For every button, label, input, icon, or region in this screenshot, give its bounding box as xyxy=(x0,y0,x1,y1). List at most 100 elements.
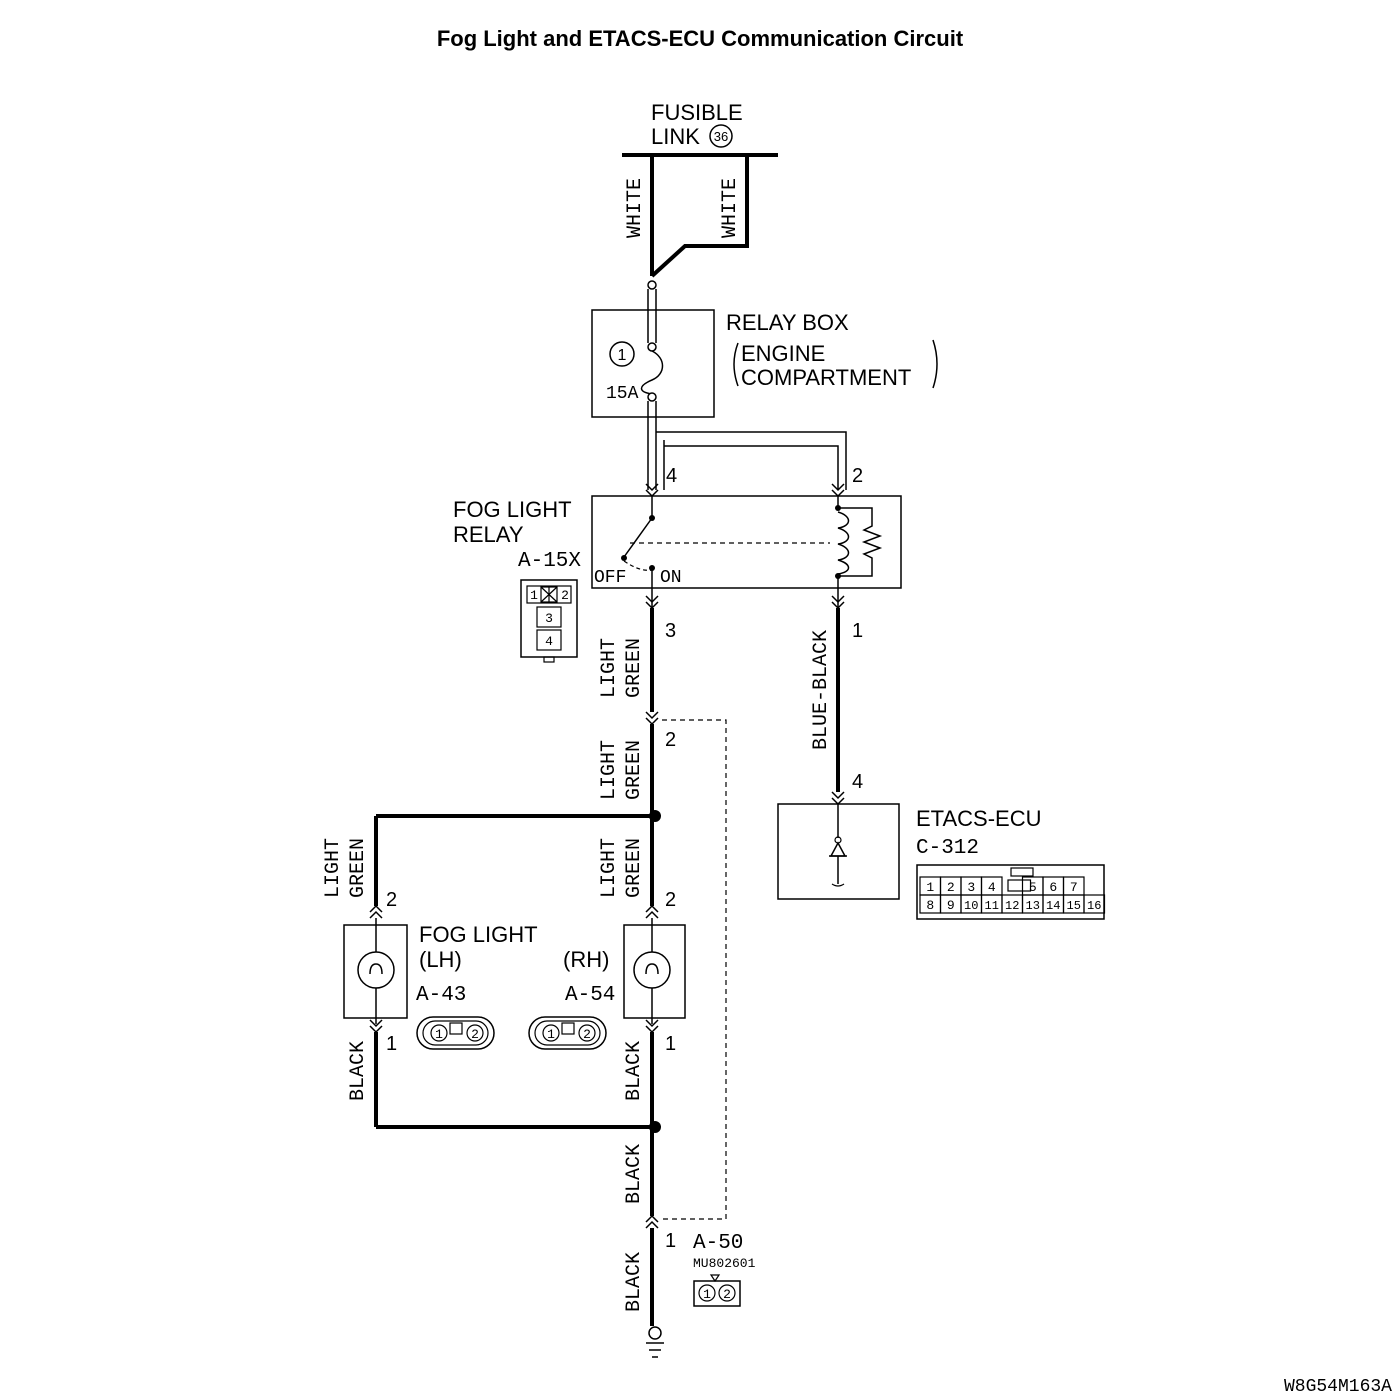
c312-pin-4: 4 xyxy=(988,880,996,895)
fuse-rating: 15A xyxy=(606,384,639,404)
fog-light-relay-connector: A-15X xyxy=(518,550,581,573)
wire-label-green-1: GREEN xyxy=(623,638,646,698)
relay-box-label: RELAY BOX xyxy=(726,310,849,335)
ground-connector-pin-1: 1 xyxy=(665,1230,676,1252)
c312-pin-1: 1 xyxy=(926,880,934,895)
relay-box-outline xyxy=(591,309,715,418)
c312-pin-11: 11 xyxy=(985,899,999,913)
fog-light-rh-connector: A-54 xyxy=(565,984,615,1007)
fusible-link: FUSIBLE LINK 36 xyxy=(622,100,778,157)
c312-pin-2: 2 xyxy=(947,880,955,895)
a43-pin-2: 2 xyxy=(471,1027,479,1042)
fog-light-lh xyxy=(343,918,408,1034)
relay-box-sub2: COMPARTMENT xyxy=(741,365,911,390)
c312-pin-16-cell xyxy=(1083,894,1106,914)
ground-connector-part: MU802601 xyxy=(693,1256,756,1271)
relay-coil xyxy=(837,511,850,575)
wire-label-black-4: BLACK xyxy=(623,1252,646,1312)
fog-light-rh-label: (RH) xyxy=(563,947,609,972)
fog-rh-pin-1: 1 xyxy=(665,1033,676,1055)
etacs-ecu-label: ETACS-ECU xyxy=(916,806,1042,831)
fog-lamp-lh-icon xyxy=(357,951,395,989)
ground-connector: A-50 MU802601 1 2 xyxy=(693,1232,756,1307)
c312-pin-16: 16 xyxy=(1087,899,1101,913)
relay-pin-4: 4 xyxy=(666,465,677,487)
black-wires: 1 1 BLACK BLACK BLACK 1 BLACK xyxy=(347,1032,676,1326)
relay-box-bracket-left xyxy=(733,342,739,387)
c312-pin-9: 9 xyxy=(947,898,955,913)
relay-on-label: ON xyxy=(660,568,682,588)
fuse-to-relay-wires: 4 2 xyxy=(645,401,863,498)
c312-pin-7: 7 xyxy=(1070,880,1078,895)
c312-pin-12: 12 xyxy=(1005,899,1019,913)
c312-pin-5: 5 xyxy=(1029,880,1037,895)
relay-box: 1 15A RELAY BOX ENGINE COMPARTMENT xyxy=(591,280,938,418)
fuse-number-circle xyxy=(609,341,635,367)
fog-light-rh xyxy=(623,918,686,1034)
relay-pin-1: 1 xyxy=(852,620,863,642)
wire-label-blue-black: BLUE-BLACK xyxy=(810,630,833,750)
a15x-pin-4: 4 xyxy=(545,634,553,649)
a50-pin-1: 1 xyxy=(703,1287,711,1302)
fog-light-relay-label-1: FOG LIGHT xyxy=(453,497,572,522)
fusible-link-number-circle xyxy=(709,124,733,148)
light-green-wire-upper: LIGHT GREEN 2 LIGHT GREEN xyxy=(598,608,676,816)
relay-off-label: OFF xyxy=(594,568,626,588)
wire-label-light-2: LIGHT xyxy=(598,740,621,800)
fog-rh-connector-icon: 1 2 xyxy=(528,1016,607,1050)
fog-light-branches: LIGHT GREEN LIGHT GREEN 2 2 xyxy=(322,810,676,919)
fusible-link-number: 36 xyxy=(714,129,728,144)
fog-lamp-rh-icon xyxy=(633,951,671,989)
c312-pin-15: 15 xyxy=(1067,899,1081,913)
fuse-number: 1 xyxy=(618,347,627,364)
a54-pin-1: 1 xyxy=(547,1027,555,1042)
relay-connector-icon: 1 2 3 4 xyxy=(520,579,578,663)
a15x-pin-2: 2 xyxy=(561,588,569,603)
a50-pin-2: 2 xyxy=(723,1287,731,1302)
wire-label-light-4: LIGHT xyxy=(598,838,621,898)
relay-pin-2: 2 xyxy=(852,465,863,487)
fog-light-relay: FOG LIGHT RELAY A-15X OFF ON 3 1 xyxy=(453,495,902,642)
c312-pin-8: 8 xyxy=(926,898,934,913)
intermediate-pin-2: 2 xyxy=(665,729,676,751)
fuse-element xyxy=(640,350,664,395)
wire-label-white-2: WHITE xyxy=(719,178,742,238)
dashed-shield-line xyxy=(662,719,727,1220)
c312-pin-14: 14 xyxy=(1046,899,1060,913)
relay-box-bracket-right xyxy=(932,339,938,389)
diagram-title: Fog Light and ETACS-ECU Communication Ci… xyxy=(437,26,964,51)
white-wires: WHITE WHITE xyxy=(624,155,749,278)
relay-switch-blade xyxy=(623,517,653,558)
a54-pin-2: 2 xyxy=(583,1027,591,1042)
a15x-pin-3: 3 xyxy=(545,611,553,626)
wire-label-black-3: BLACK xyxy=(623,1144,646,1204)
fog-light-label: FOG LIGHT xyxy=(419,922,538,947)
wire-label-green-3: GREEN xyxy=(347,838,370,898)
fog-light-relay-label-2: RELAY xyxy=(453,522,524,547)
blue-black-wire: BLUE-BLACK 4 xyxy=(810,608,863,806)
c312-pin-10: 10 xyxy=(964,899,978,913)
fusible-link-label: FUSIBLE xyxy=(651,100,743,125)
wire-label-green-2: GREEN xyxy=(623,740,646,800)
wire-label-white-1: WHITE xyxy=(624,178,647,238)
c312-pin-6: 6 xyxy=(1049,880,1057,895)
c312-pin-3: 3 xyxy=(967,880,975,895)
wire-label-black-1: BLACK xyxy=(347,1041,370,1101)
a15x-pin-1: 1 xyxy=(530,588,538,603)
fusible-link-label-2: LINK xyxy=(651,124,700,149)
fog-rh-pin-2: 2 xyxy=(665,889,676,911)
ground-symbol-icon xyxy=(646,1326,664,1358)
a43-pin-1: 1 xyxy=(435,1027,443,1042)
fog-light-lh-label: (LH) xyxy=(419,947,462,972)
c312-pin-13: 13 xyxy=(1026,899,1040,913)
fog-light-lh-connector: A-43 xyxy=(416,984,466,1007)
ground-connector-id: A-50 xyxy=(693,1232,743,1255)
fog-lh-connector-icon: 1 2 xyxy=(416,1016,495,1050)
etacs-pin-4: 4 xyxy=(852,771,863,793)
relay-box-sub1: ENGINE xyxy=(741,341,825,366)
wire-label-black-2: BLACK xyxy=(623,1041,646,1101)
fog-lh-pin-2: 2 xyxy=(386,889,397,911)
